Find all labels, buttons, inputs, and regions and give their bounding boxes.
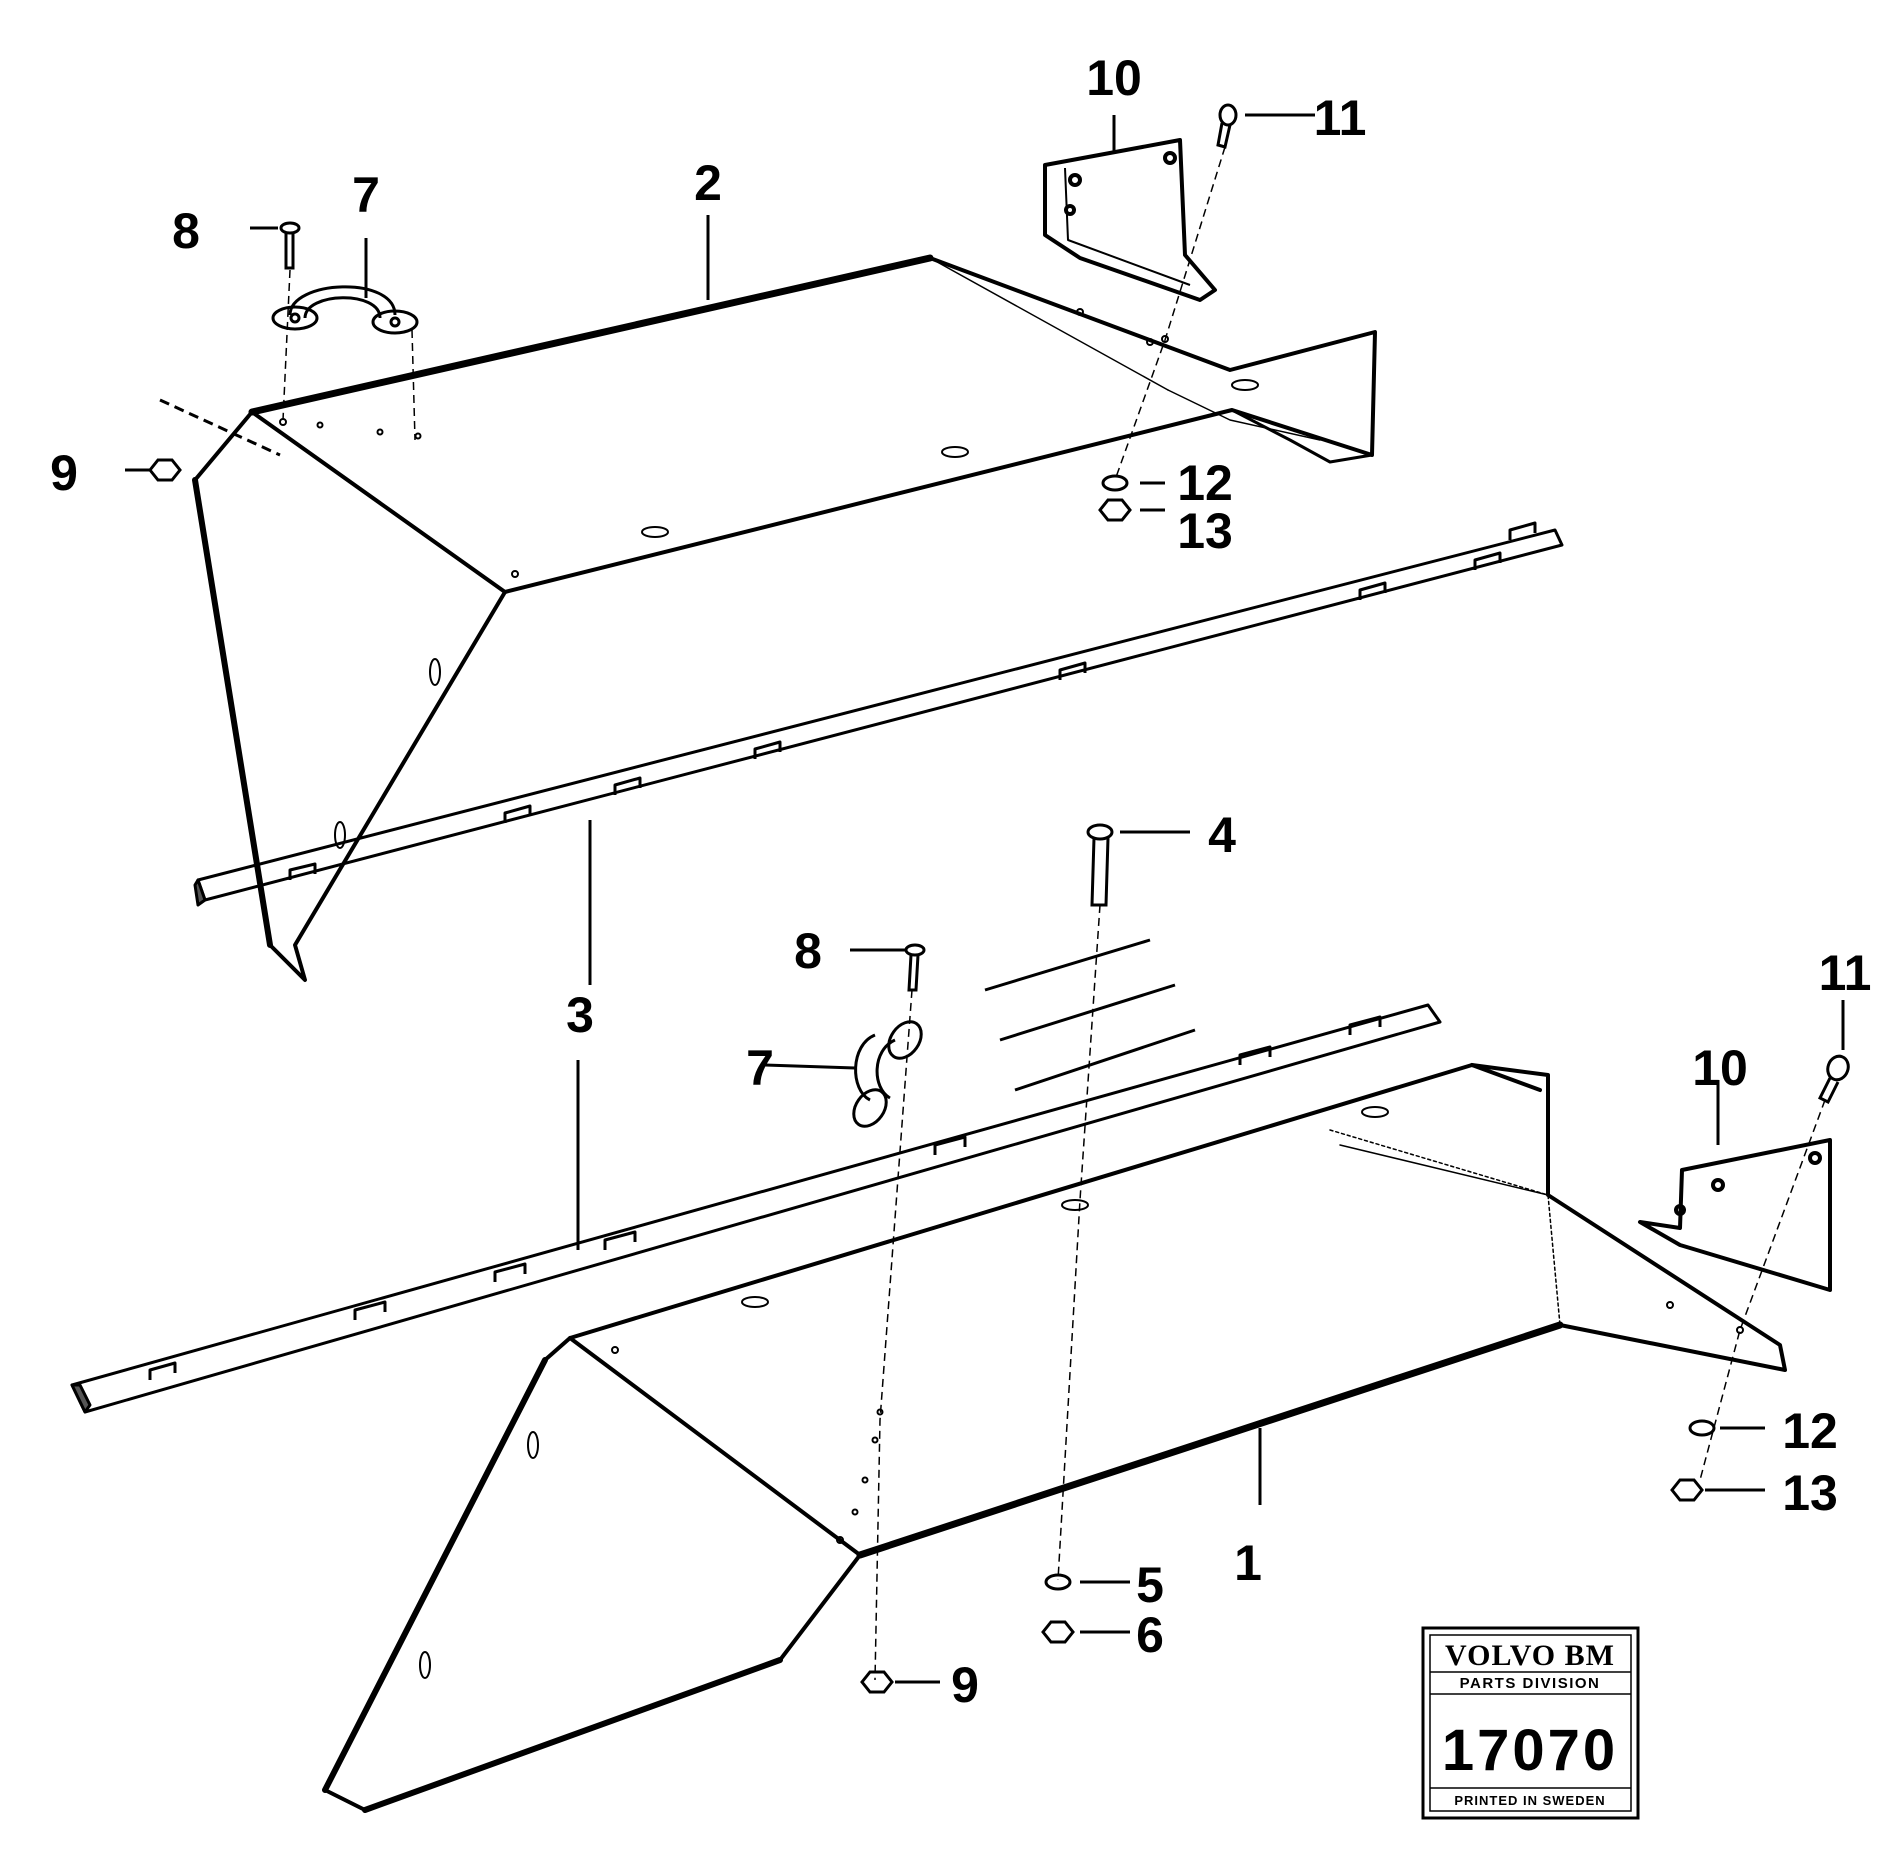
parts-division-stamp: VOLVO BM PARTS DIVISION 17070 PRINTED IN… (1421, 1626, 1640, 1820)
callout-10-lower: 10 (1692, 1040, 1748, 1096)
nut-part-13-upper (1098, 498, 1132, 522)
handle-part-7-upper (271, 285, 419, 335)
nut-part-6 (1041, 1620, 1075, 1644)
callout-10-upper: 10 (1086, 50, 1142, 106)
callout-5: 5 (1136, 1557, 1164, 1613)
upper-seal-strip-part-3 (193, 521, 1564, 907)
bracket-part-10-upper (1043, 138, 1217, 302)
callout-9-upper: 9 (50, 445, 78, 501)
washer-part-12-lower (1688, 1419, 1716, 1437)
leader-lines (125, 113, 1845, 1684)
washer-part-12-upper (1101, 474, 1129, 492)
nut-part-13-lower (1670, 1478, 1704, 1502)
callout-8-upper: 8 (172, 203, 200, 259)
callout-12-upper: 12 (1177, 455, 1233, 511)
floor-reference-lines (984, 938, 1196, 1092)
stamp-footer: PRINTED IN SWEDEN (1454, 1793, 1605, 1808)
screw-part-8-lower (904, 943, 926, 992)
handle-part-7-lower (852, 1020, 923, 1128)
callout-11-lower: 11 (1819, 945, 1872, 1001)
screw-part-11-lower (1817, 1054, 1850, 1105)
lower-guard-part-1 (322, 1063, 1787, 1813)
callout-3: 3 (566, 987, 594, 1043)
lower-seal-strip-part-3 (70, 1003, 1442, 1414)
callout-13-lower: 13 (1782, 1465, 1838, 1521)
stamp-brand: VOLVO BM (1445, 1639, 1615, 1672)
callout-6: 6 (1136, 1607, 1164, 1663)
callout-4: 4 (1208, 807, 1236, 863)
callout-1: 1 (1234, 1535, 1262, 1591)
callout-11-upper: 11 (1314, 90, 1367, 146)
callout-7-lower: 7 (746, 1040, 774, 1096)
assembly-center-lines (159, 146, 1826, 1681)
nut-part-9-lower (860, 1670, 894, 1694)
stamp-division: PARTS DIVISION (1460, 1675, 1601, 1692)
stamp-number: 17070 (1442, 1718, 1618, 1783)
bracket-part-10-lower (1638, 1138, 1832, 1292)
upper-guard-part-2 (192, 254, 1377, 982)
screw-part-8-upper (279, 221, 301, 270)
screw-part-11-upper (1216, 103, 1238, 149)
nut-part-9-upper (148, 458, 182, 482)
callout-7-upper: 7 (352, 167, 380, 223)
callout-12-lower: 12 (1782, 1403, 1838, 1459)
callout-9-lower: 9 (951, 1657, 979, 1713)
callout-13-upper: 13 (1177, 503, 1233, 559)
bolt-part-4 (1086, 823, 1114, 907)
callout-2: 2 (694, 155, 722, 211)
washer-part-5 (1044, 1573, 1072, 1591)
callout-8-lower: 8 (794, 923, 822, 979)
